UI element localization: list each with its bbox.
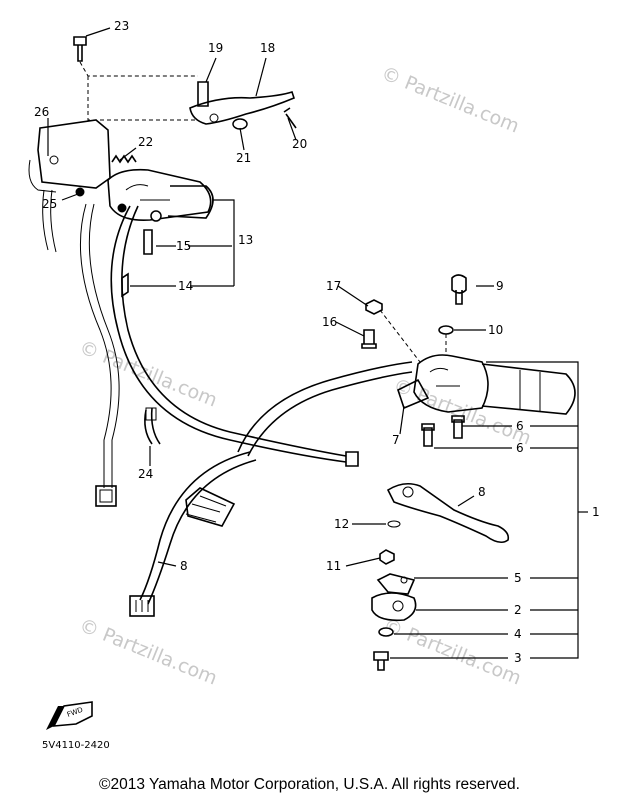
copyright-notice: ©2013 Yamaha Motor Corporation, U.S.A. A… <box>99 776 520 793</box>
diagram-code: 5V4110-2420 <box>42 740 110 751</box>
callout-14: 13 <box>238 233 253 247</box>
watermark: © Partzilla.com <box>76 336 220 411</box>
callout-18: 17 <box>326 279 341 293</box>
callout-13: 12 <box>334 517 349 531</box>
fwd-indicator: FWD <box>46 701 93 730</box>
leader-lines <box>47 27 588 659</box>
callout-6a: 6 <box>516 419 524 433</box>
callout-8-label: 8 <box>478 485 486 499</box>
callout-19: 18 <box>260 41 275 55</box>
callout-labels: 23 19 18 26 22 20 21 25 15 13 14 24 8 9 … <box>34 19 600 665</box>
callout-3: 3 <box>514 651 522 665</box>
right-handlebar-assembly <box>361 274 576 671</box>
callout-16: 15 <box>176 239 191 253</box>
callout-6b: 6 <box>516 441 524 455</box>
callout-15: 14 <box>178 279 193 293</box>
callout-7: 7 <box>392 433 400 447</box>
watermark: © Partzilla.com <box>380 614 524 689</box>
callout-25: 24 <box>138 467 153 481</box>
callout-1: 1 <box>592 505 600 519</box>
callout-5: 5 <box>514 571 522 585</box>
watermark: © Partzilla.com <box>76 614 220 689</box>
cable-assembly <box>110 205 413 617</box>
callout-24: 23 <box>114 19 129 33</box>
callout-12: 11 <box>326 559 341 573</box>
callout-26: 25 <box>42 197 57 211</box>
callout-4: 4 <box>514 627 522 641</box>
callout-10: 9 <box>496 279 504 293</box>
callout-2: 2 <box>514 603 522 617</box>
callout-27: 26 <box>34 105 49 119</box>
callout-22: 21 <box>236 151 251 165</box>
callout-20: 19 <box>208 41 223 55</box>
fwd-label: FWD <box>66 706 84 719</box>
callout-21: 20 <box>292 137 307 151</box>
left-handlebar-switch-assembly <box>28 36 297 507</box>
callout-17: 16 <box>322 315 337 329</box>
callout-11: 10 <box>488 323 503 337</box>
callout-9: 8 <box>180 559 188 573</box>
callout-23: 22 <box>138 135 153 149</box>
watermark: © Partzilla.com <box>378 62 522 137</box>
